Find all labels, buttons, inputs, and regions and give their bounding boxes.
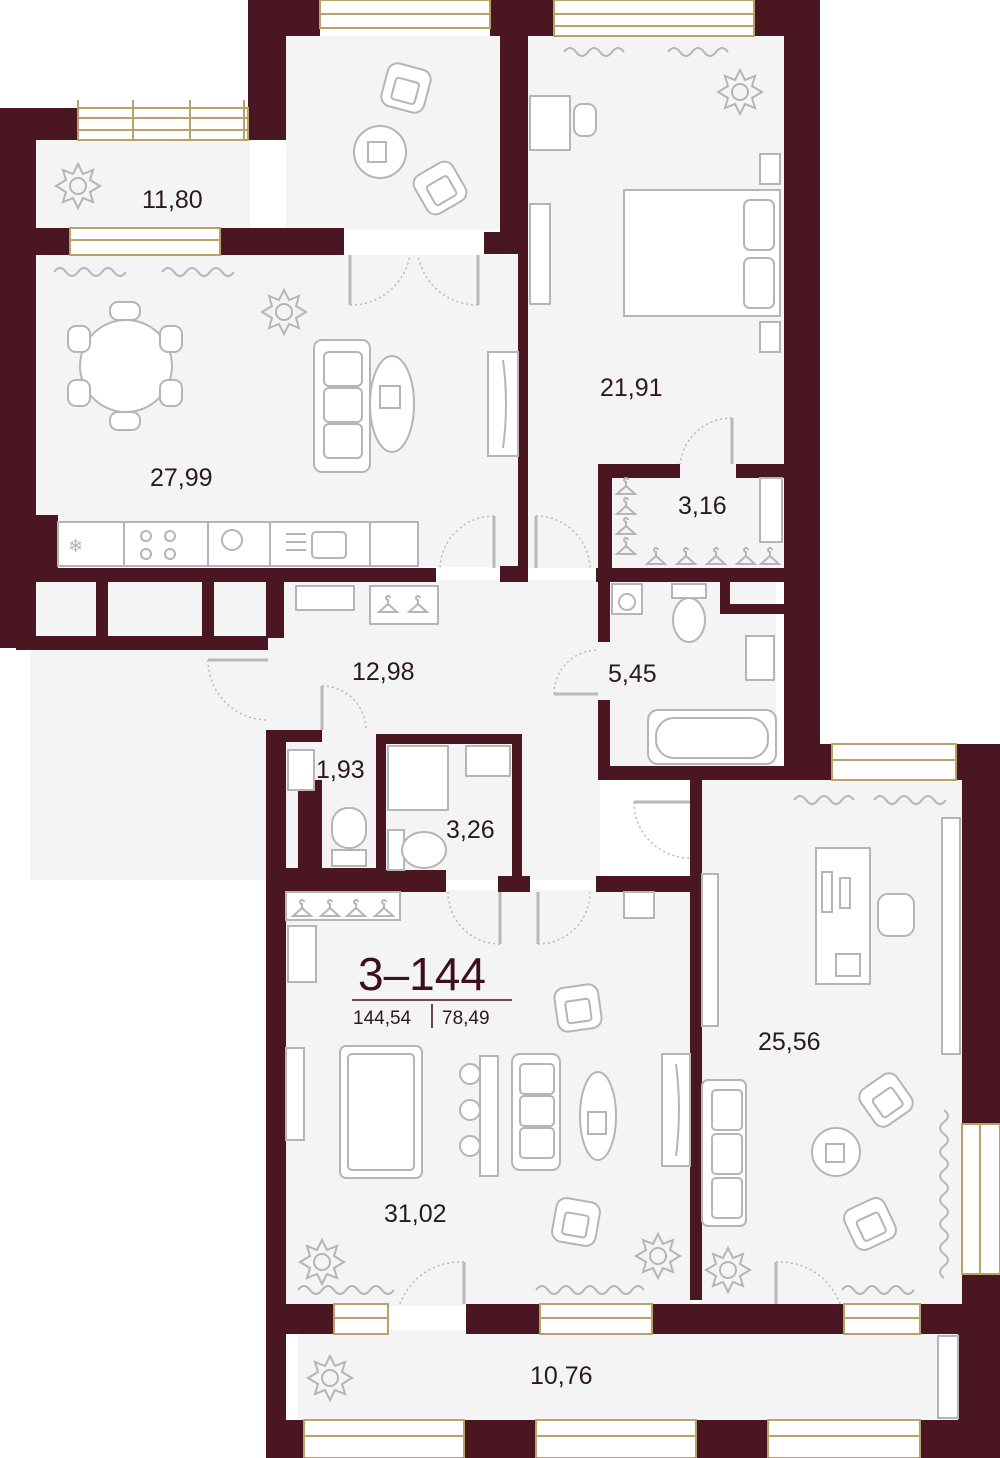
room-area-study: 25,56 bbox=[758, 1028, 821, 1056]
apartment-total-area: 144,54 bbox=[353, 1008, 412, 1029]
room-areas: 11,80 27,99 21,91 3,16 12,98 5,45 1,93 3… bbox=[142, 186, 821, 1390]
furniture: ❄ bbox=[53, 47, 961, 1419]
room-area-wardrobe: 3,16 bbox=[678, 492, 727, 520]
apartment-name: 3–144 bbox=[358, 948, 486, 1000]
windows bbox=[69, 0, 1000, 1458]
apartment-label: 3–144 144,54 78,49 bbox=[352, 948, 512, 1029]
apartment-living-area: 78,49 bbox=[442, 1008, 490, 1029]
room-area-balcony-top-left: 11,80 bbox=[142, 186, 203, 214]
room-area-hallway: 12,98 bbox=[352, 658, 415, 686]
svg-text:❄: ❄ bbox=[68, 536, 83, 557]
room-area-living-room: 31,02 bbox=[384, 1200, 447, 1228]
room-area-wc: 1,93 bbox=[316, 756, 365, 784]
room-area-kitchen-living: 27,99 bbox=[150, 464, 213, 492]
room-area-bathroom: 5,45 bbox=[608, 660, 657, 688]
room-area-bedroom: 21,91 bbox=[600, 374, 663, 402]
room-area-shower-room: 3,26 bbox=[446, 816, 495, 844]
room-area-balcony-bottom: 10,76 bbox=[530, 1362, 593, 1390]
floor-areas bbox=[30, 36, 962, 1422]
doors bbox=[207, 254, 841, 1305]
